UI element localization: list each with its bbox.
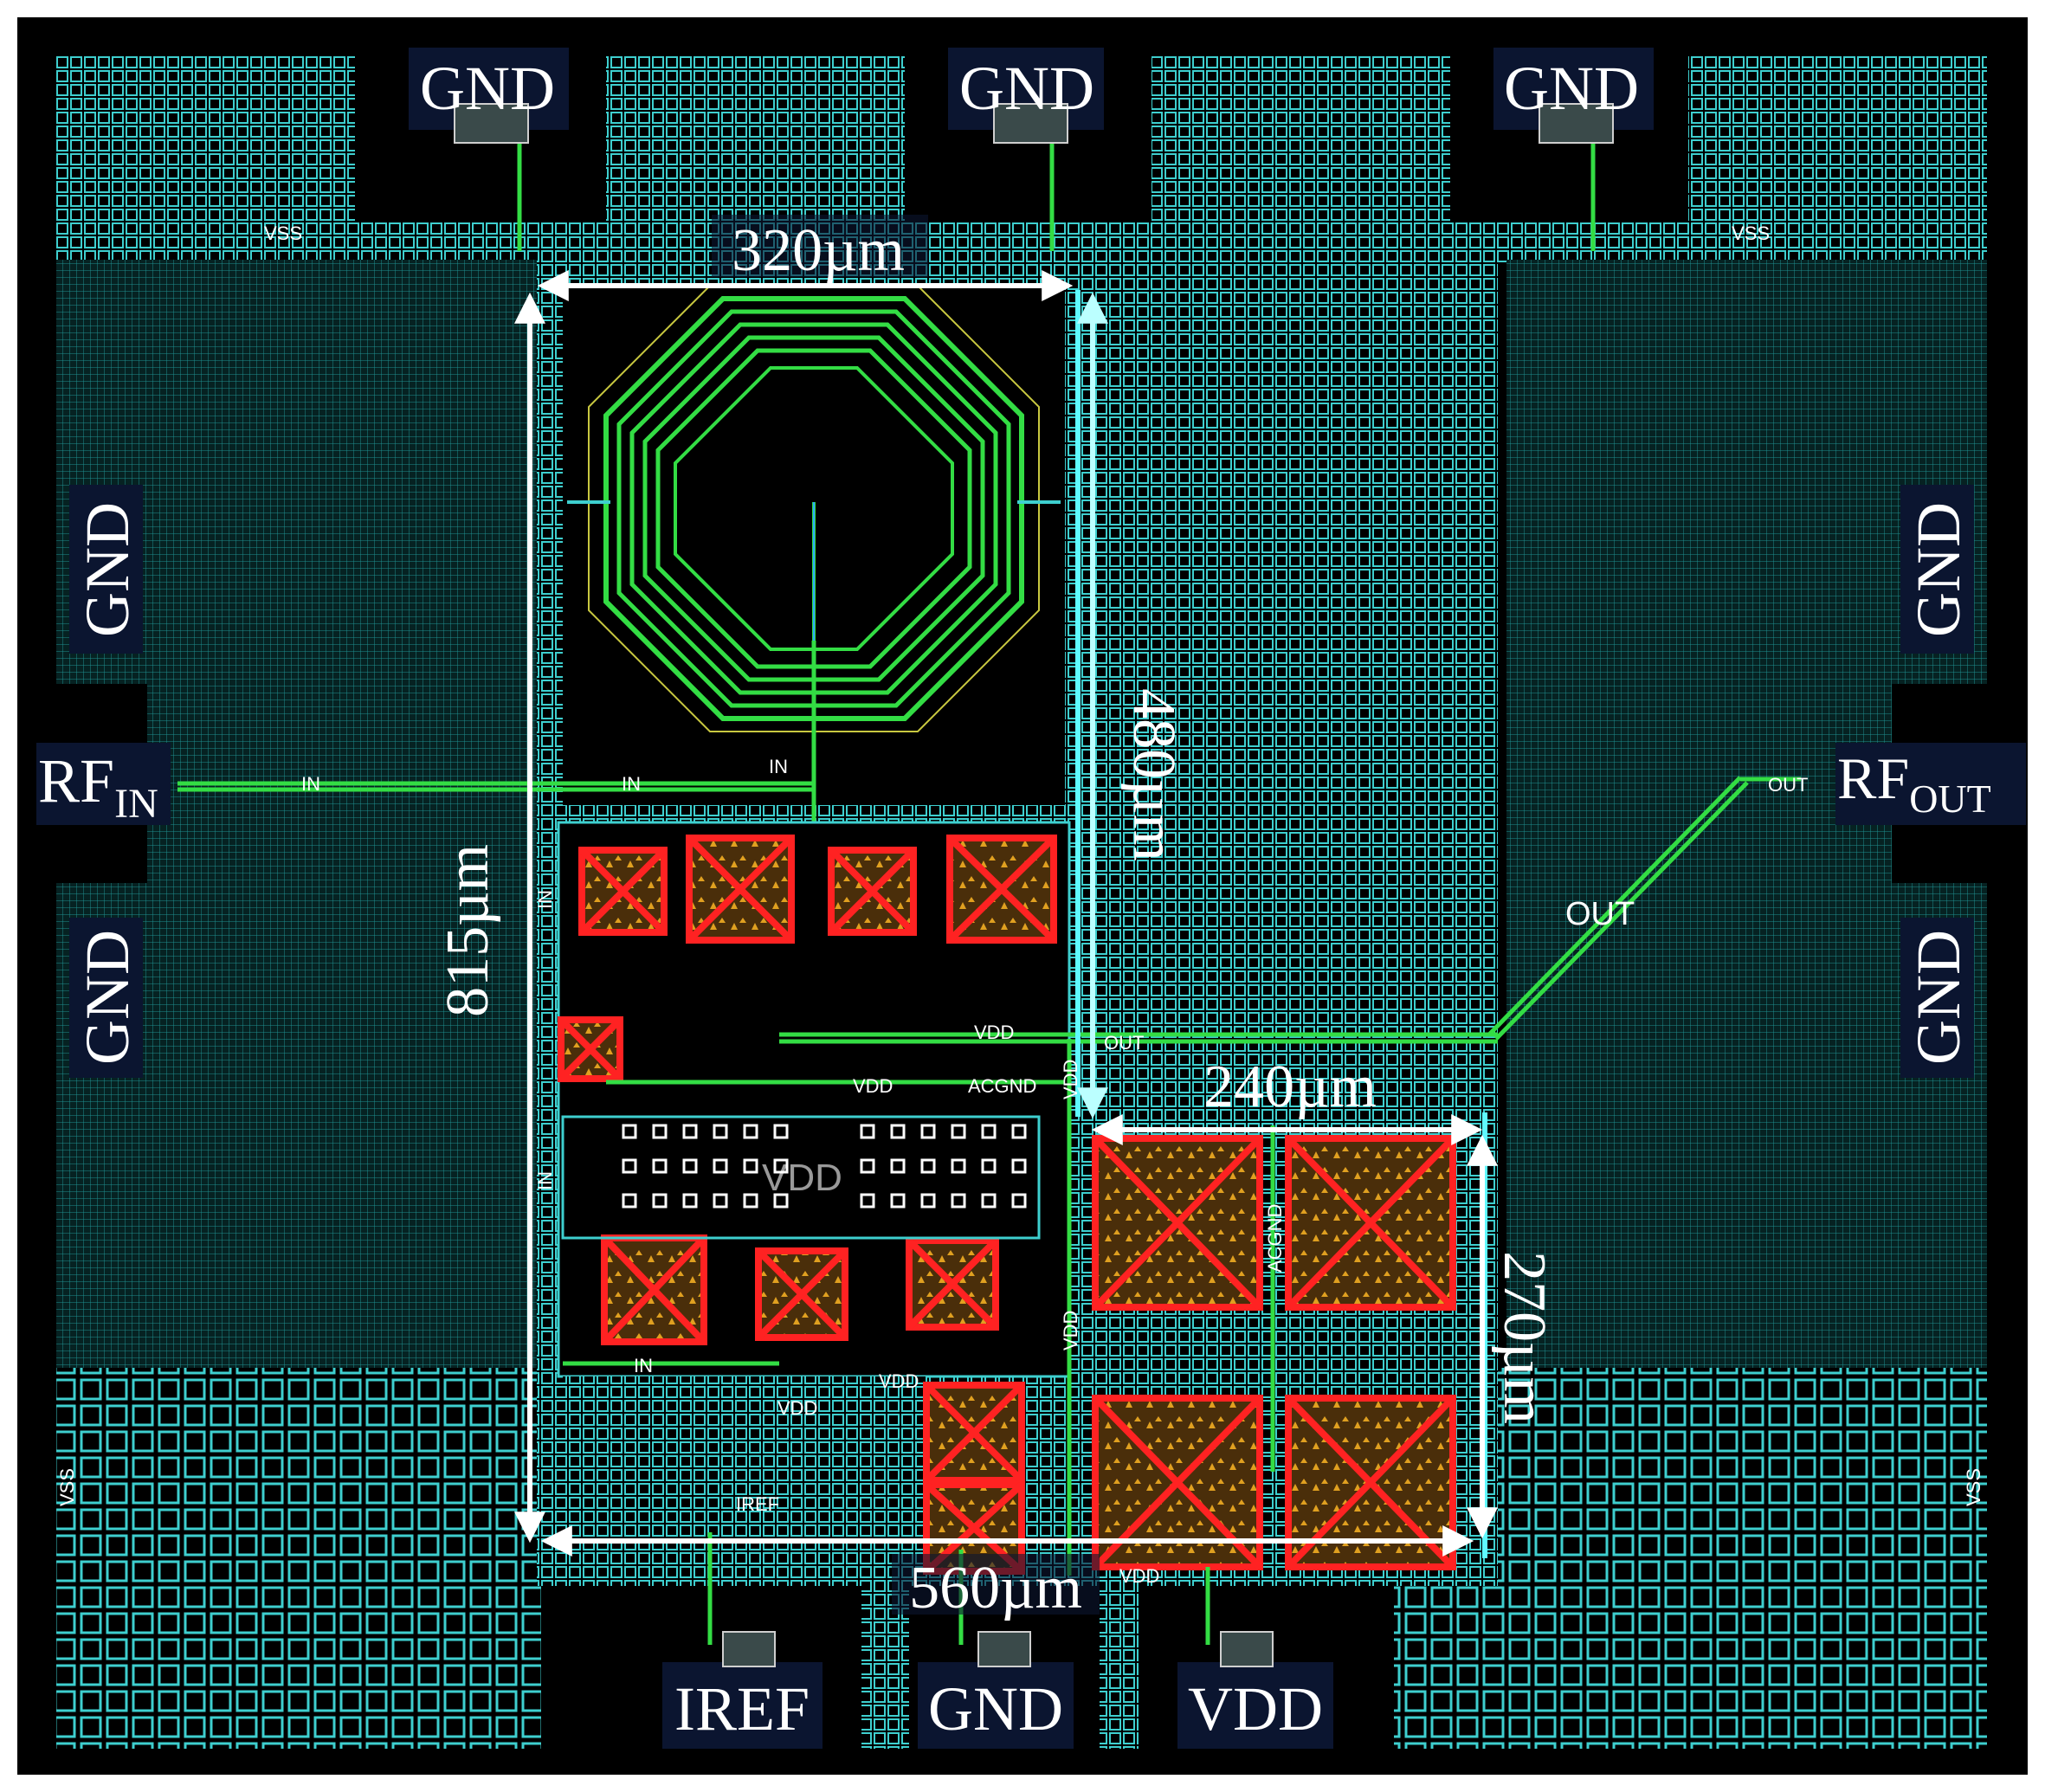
bottom-pad-1: IREF xyxy=(674,1674,810,1744)
routing xyxy=(177,113,1801,1645)
net-vdd-7: VDD xyxy=(777,1397,817,1419)
dim-top-width: 320µm xyxy=(732,217,905,284)
net-in-5: IN xyxy=(534,1171,556,1190)
net-in-2: IN xyxy=(622,773,641,795)
rf-out-label: RFOUT xyxy=(1837,745,1991,821)
gnd-grid-top-3 xyxy=(1152,56,1450,221)
rfout-region xyxy=(1506,684,1892,883)
rf-in-sub: IN xyxy=(114,781,158,827)
net-vdd-4: VDD xyxy=(1060,1060,1081,1099)
net-out-3: OUT xyxy=(1104,1032,1144,1054)
cap-array-top xyxy=(558,835,1057,1082)
pad-label-backgrounds xyxy=(36,48,2026,1749)
top-pad-1: GND xyxy=(420,54,555,123)
gnd-grid-top-2 xyxy=(606,56,905,221)
top-pad-3: GND xyxy=(1504,54,1639,123)
dim-cap-width: 240µm xyxy=(1203,1054,1377,1120)
net-vdd-3: VDD xyxy=(762,1157,842,1199)
net-in-6: IN xyxy=(634,1355,653,1376)
net-acgnd-1: ACGND xyxy=(968,1075,1036,1097)
gnd-grid-bottom-left xyxy=(56,1368,541,1749)
gnd-grid-top-1 xyxy=(56,56,355,221)
right-pad-gnd-top: GND xyxy=(1904,502,1973,637)
transistor-array xyxy=(561,1115,1041,1240)
top-pad-2: GND xyxy=(959,54,1094,123)
gnd-grid-bottom-mid-2 xyxy=(1100,1576,1139,1749)
bottom-pad-2: GND xyxy=(928,1674,1063,1744)
net-vss-top-left: VSS xyxy=(264,222,302,244)
net-in-1: IN xyxy=(301,773,320,795)
net-in-3: IN xyxy=(769,756,788,777)
net-iref: IREF xyxy=(736,1493,779,1515)
right-pad-gnd-bottom: GND xyxy=(1904,930,1973,1065)
dim-cap-height: 270µm xyxy=(1491,1251,1558,1424)
dimension-arrows xyxy=(514,270,1498,1557)
dim-inductor-height: 480µm xyxy=(1120,688,1187,861)
rf-out-sub: OUT xyxy=(1909,777,1991,821)
rf-out-main: RF xyxy=(1837,745,1909,811)
net-out-2: OUT xyxy=(1565,896,1635,932)
net-vss-top-right: VSS xyxy=(1732,222,1770,244)
net-vdd-6: VDD xyxy=(879,1370,919,1392)
net-vdd-5: VDD xyxy=(1060,1311,1081,1350)
rf-in-label: RFIN xyxy=(38,746,158,827)
left-pad-gnd-bottom: GND xyxy=(73,930,142,1065)
left-pad-gnd-top: GND xyxy=(73,502,142,637)
net-vdd-1: VDD xyxy=(974,1022,1014,1043)
net-vdd-2: VDD xyxy=(853,1075,893,1097)
net-in-4: IN xyxy=(534,890,556,909)
net-vss-left: VSS xyxy=(56,1468,78,1506)
net-acgnd-2: ACGND xyxy=(1264,1204,1286,1273)
gnd-grid-top-4 xyxy=(1688,56,1987,221)
bottom-pad-3: VDD xyxy=(1188,1674,1323,1744)
net-out-1: OUT xyxy=(1768,774,1808,796)
net-vdd-8: VDD xyxy=(1119,1565,1159,1587)
dim-total-width: 560µm xyxy=(909,1555,1082,1621)
dim-total-height: 815µm xyxy=(435,844,501,1017)
rf-in-main: RF xyxy=(38,746,114,815)
net-vss-right: VSS xyxy=(1963,1468,1984,1506)
pad-vias xyxy=(454,103,1614,1667)
dense-grid-region xyxy=(1074,227,1498,1093)
spiral-inductor xyxy=(567,285,1061,822)
